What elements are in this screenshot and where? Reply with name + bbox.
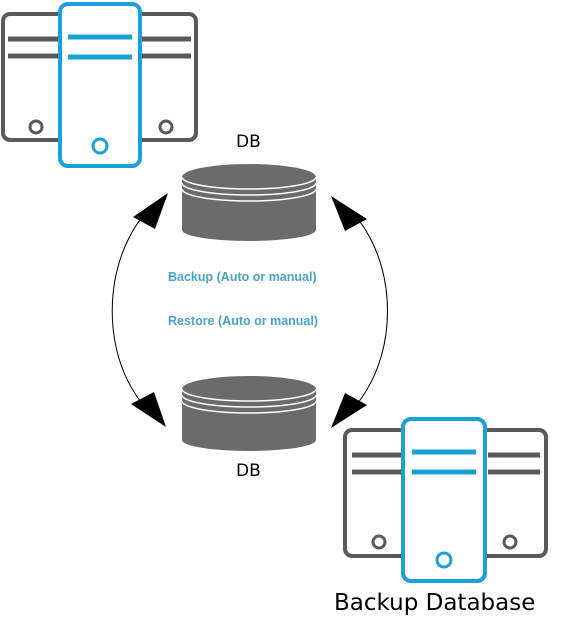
- backup-server-icon: [343, 417, 548, 583]
- left-curved-arrow-icon: [111, 193, 168, 427]
- db-bottom-cylinder-icon: [181, 376, 317, 451]
- db-top-label: DB: [236, 132, 261, 152]
- backup-label: Backup (Auto or manual): [168, 270, 317, 284]
- restore-label: Restore (Auto or manual): [168, 314, 319, 328]
- db-top-cylinder-icon: [181, 164, 317, 241]
- right-curved-arrow-icon: [331, 196, 388, 428]
- db-bottom-label: DB: [236, 461, 261, 481]
- primary-server-icon: [1, 2, 198, 168]
- backup-database-caption: Backup Database: [334, 590, 536, 616]
